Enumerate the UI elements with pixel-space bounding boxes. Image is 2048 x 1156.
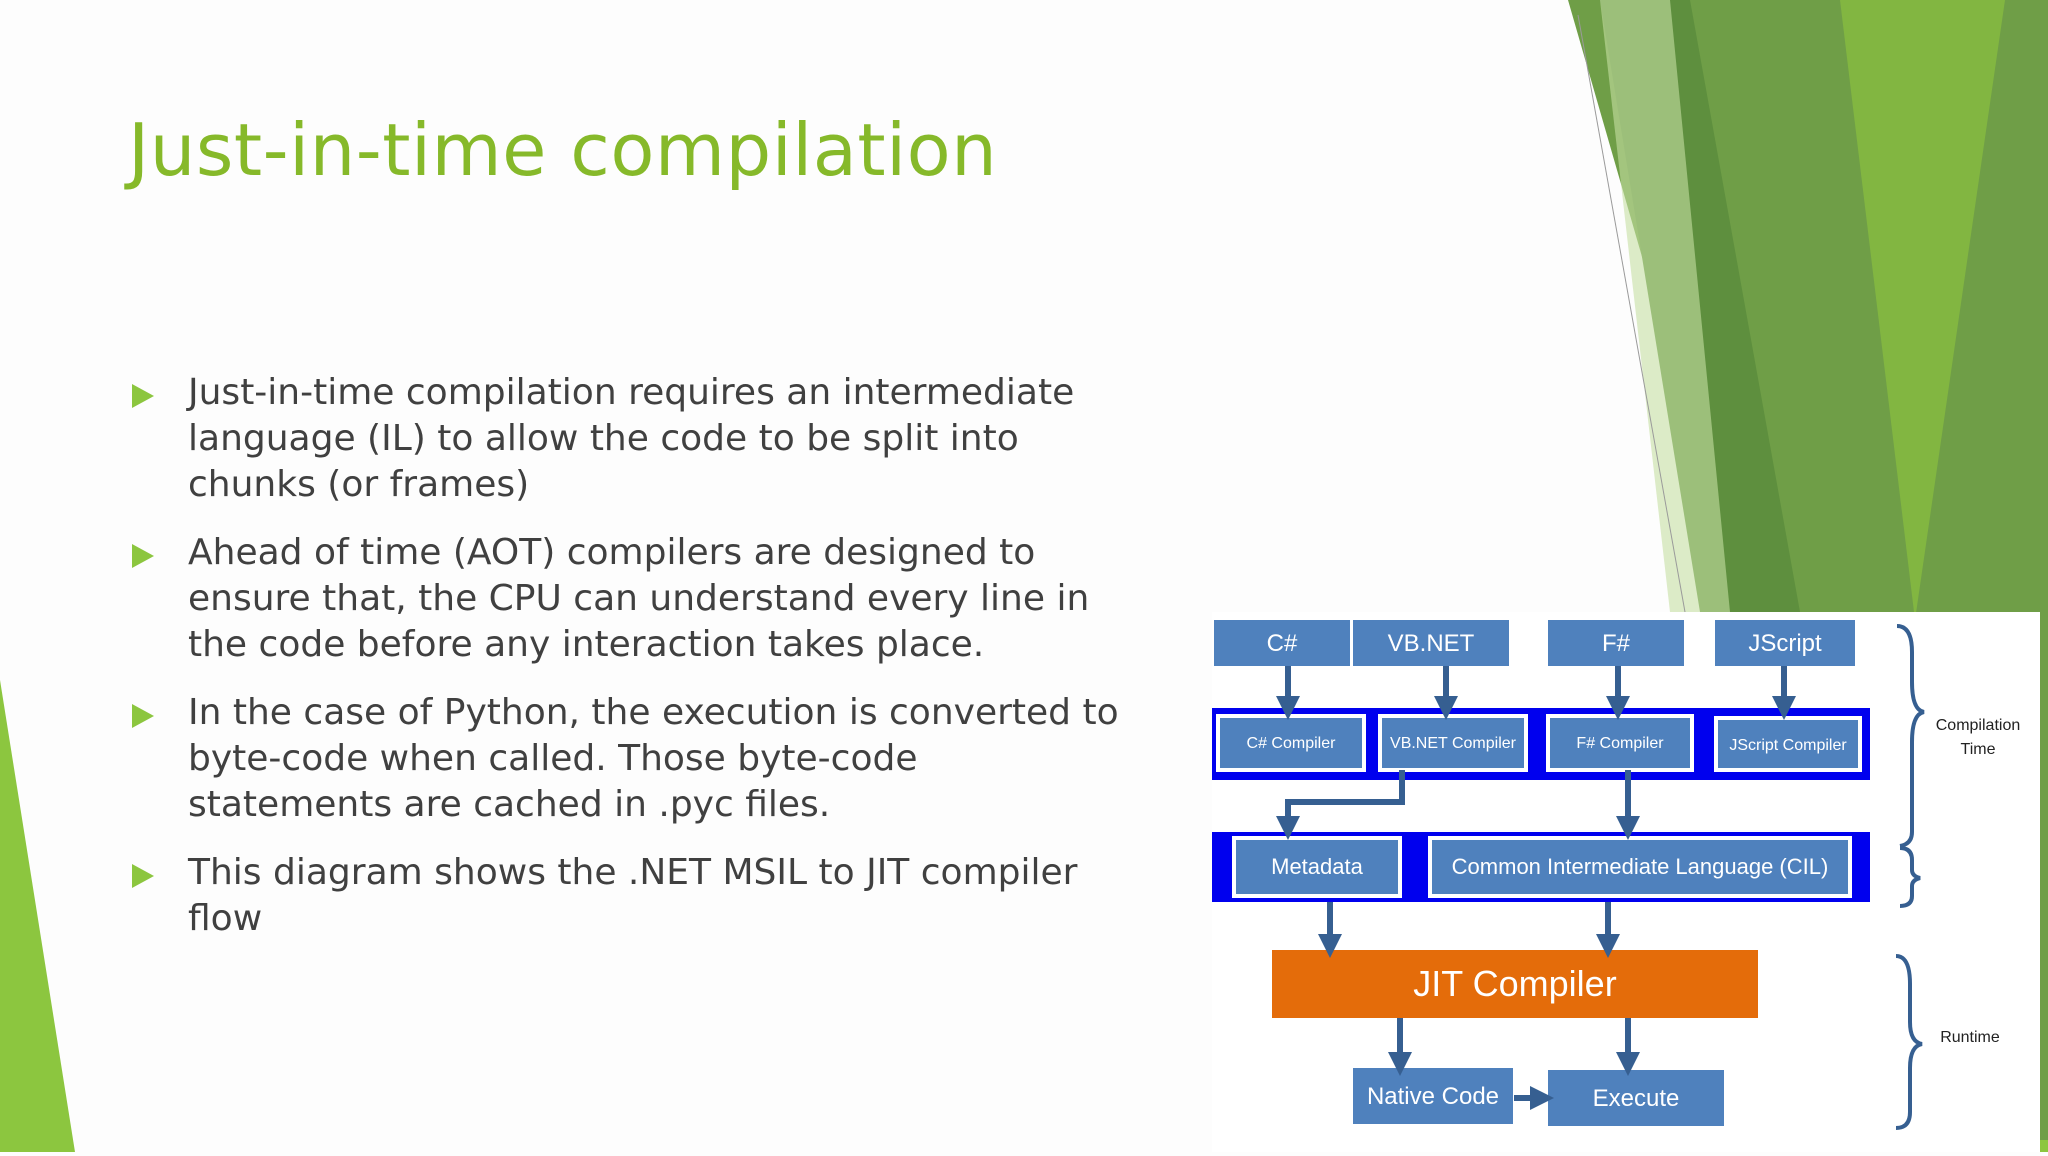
- slide-title: Just-in-time compilation: [128, 108, 998, 192]
- jit-box: [1272, 950, 1758, 1018]
- bullet-item: Ahead of time (AOT) compilers are design…: [128, 530, 1128, 668]
- bullet-arrow-icon: [132, 384, 154, 408]
- deco-shape-left: [0, 680, 75, 1152]
- deco-line: [1577, 14, 1686, 613]
- lang-label: JScript: [1748, 630, 1822, 657]
- bullet-list: Just-in-time compilation requires an int…: [128, 370, 1128, 964]
- flow-arrows: [1276, 666, 1796, 1110]
- execute-box: [1548, 1070, 1724, 1126]
- runtime-brace-icon: [1895, 954, 1923, 1130]
- cil-brace-icon: [1899, 846, 1921, 908]
- execute-label: Execute: [1593, 1085, 1680, 1112]
- compiler-label: C# Compiler: [1247, 735, 1337, 752]
- deco-shape-mid: [1840, 0, 2005, 620]
- bullet-text: This diagram shows the .NET MSIL to JIT …: [188, 852, 1078, 939]
- lang-label: VB.NET: [1388, 630, 1475, 657]
- bullet-item: Just-in-time compilation requires an int…: [128, 370, 1128, 508]
- lang-box-jscript: [1715, 620, 1855, 666]
- cil-box: [1428, 836, 1852, 898]
- bullet-text: In the case of Python, the execution is …: [188, 692, 1119, 825]
- deco-shape-light: [1600, 0, 1730, 612]
- compiler-box-csharp: [1216, 714, 1366, 772]
- bullet-text: Just-in-time compilation requires an int…: [188, 372, 1075, 505]
- compiler-label: F# Compiler: [1576, 735, 1664, 752]
- runtime-label: Runtime: [1940, 1029, 2000, 1046]
- native-code-label: Native Code: [1367, 1083, 1499, 1110]
- lang-box-csharp: [1214, 620, 1350, 666]
- compilation-time-label: Time: [1961, 741, 1996, 758]
- compilation-time-label: Compilation: [1936, 717, 2020, 734]
- bullet-item: In the case of Python, the execution is …: [128, 690, 1128, 828]
- bullet-item: This diagram shows the .NET MSIL to JIT …: [128, 850, 1128, 942]
- jit-flow-diagram: C# VB.NET F# JScript C# Compiler VB.NET …: [1210, 612, 2040, 1152]
- bullet-arrow-icon: [132, 704, 154, 728]
- jit-label: JIT Compiler: [1413, 963, 1616, 1004]
- bullet-text: Ahead of time (AOT) compilers are design…: [188, 532, 1090, 665]
- bullet-arrow-icon: [132, 544, 154, 568]
- cil-label: Common Intermediate Language (CIL): [1452, 854, 1829, 879]
- time-braces: [1895, 624, 1925, 1130]
- lang-label: F#: [1602, 630, 1631, 657]
- compilation-brace-icon: [1896, 624, 1925, 848]
- metadata-label: Metadata: [1271, 854, 1363, 879]
- compiler-box-vbnet: [1378, 714, 1528, 772]
- compiler-box-fsharp: [1546, 714, 1694, 772]
- arrow-icon: [1276, 770, 1405, 840]
- lang-box-vbnet: [1353, 620, 1509, 666]
- lang-box-fsharp: [1548, 620, 1684, 666]
- diagram-canvas: C# VB.NET F# JScript C# Compiler VB.NET …: [1210, 620, 2020, 1130]
- bullet-arrow-icon: [132, 864, 154, 888]
- metadata-box: [1232, 836, 1402, 898]
- compiler-label: VB.NET Compiler: [1390, 735, 1517, 752]
- lang-label: C#: [1267, 630, 1298, 657]
- compiler-box-jscript: [1714, 716, 1862, 772]
- compiler-label: JScript Compiler: [1729, 737, 1847, 754]
- native-code-box: [1353, 1068, 1513, 1124]
